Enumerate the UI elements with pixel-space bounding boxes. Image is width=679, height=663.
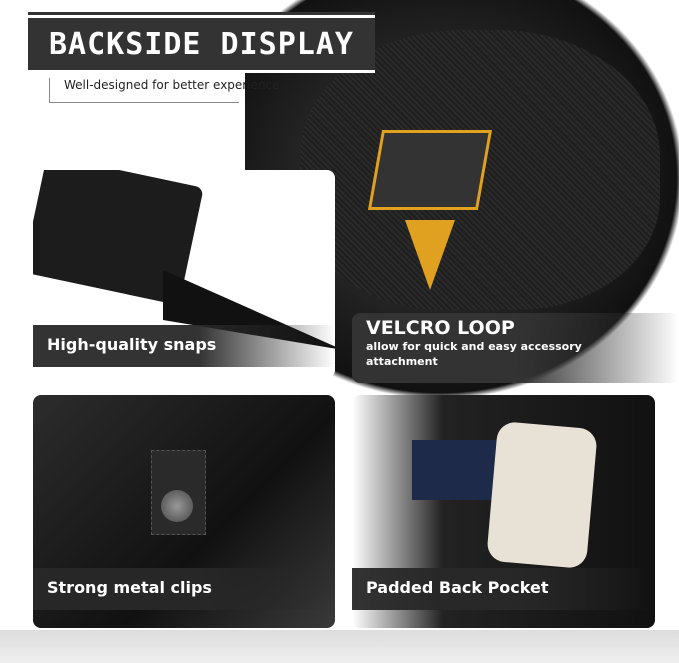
feature-caption: High-quality snaps bbox=[33, 325, 335, 367]
subtitle-connector bbox=[49, 78, 239, 103]
feature-caption: Strong metal clips bbox=[33, 568, 335, 610]
pocket-panel: Padded Back Pocket bbox=[352, 395, 655, 628]
feature-caption: Padded Back Pocket bbox=[352, 568, 655, 610]
arrow-down-icon bbox=[405, 220, 455, 290]
phone bbox=[486, 420, 598, 570]
snaps-panel: High-quality snaps bbox=[33, 170, 335, 378]
page-title: BACKSIDE DISPLAY bbox=[49, 26, 354, 62]
title-banner: BACKSIDE DISPLAY bbox=[28, 12, 375, 73]
metal-clip bbox=[161, 490, 193, 522]
feature-description: allow for quick and easy accessory attac… bbox=[366, 340, 582, 368]
feature-title: VELCRO LOOP bbox=[366, 317, 515, 339]
passport bbox=[412, 440, 502, 500]
velcro-highlight bbox=[367, 130, 493, 210]
velcro-caption: VELCRO LOOP allow for quick and easy acc… bbox=[352, 313, 679, 383]
floor-surface bbox=[0, 630, 679, 663]
clips-panel: Strong metal clips bbox=[33, 395, 335, 628]
subtitle: Well-designed for better experience bbox=[64, 78, 280, 92]
